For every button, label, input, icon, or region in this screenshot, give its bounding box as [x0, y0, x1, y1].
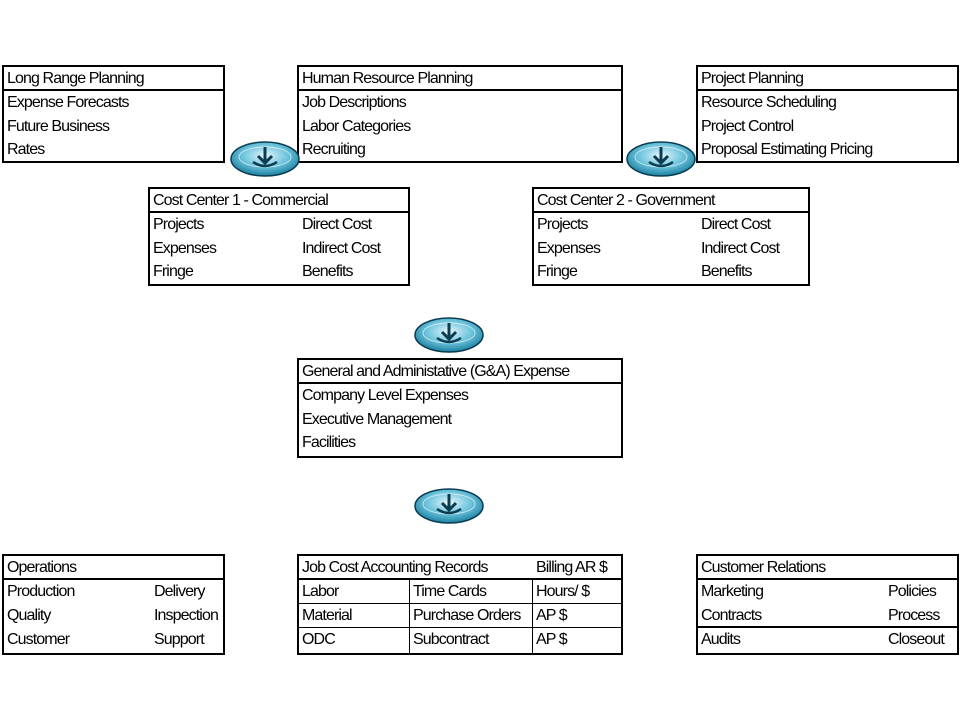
row-label: Customer: [7, 631, 70, 648]
row-label: Fringe: [537, 263, 578, 280]
download-arrow-icon: [414, 488, 484, 524]
cost-center-2-title: Cost Center 2 - Government: [534, 189, 808, 213]
table-cell: Material: [302, 607, 353, 624]
download-arrow-icon: [414, 317, 484, 353]
list-item: Rates: [7, 141, 45, 158]
table-row: Material Purchase Orders AP $: [299, 604, 621, 628]
table-row: Labor Time Cards Hours/ $: [299, 580, 621, 604]
job-cost-title-row: Job Cost Accounting Records Billing AR $: [299, 556, 621, 580]
row-value: Policies: [888, 583, 937, 600]
table-cell: Hours/ $: [536, 583, 590, 600]
cost-center-2-box: Cost Center 2 - Government Projects Direc…: [532, 187, 810, 286]
list-item: Resource Scheduling: [701, 94, 837, 111]
row-label: Marketing: [701, 583, 764, 600]
long-range-planning-title: Long Range Planning: [4, 67, 223, 91]
human-resource-planning-box: Human Resource Planning Job Descriptions…: [297, 65, 623, 163]
list-item: Project Control: [701, 117, 794, 135]
row-value: Support: [154, 631, 205, 648]
row-value: Indirect Cost: [302, 239, 381, 257]
table-row: Audits Closeout: [698, 628, 957, 652]
row-label: Production: [7, 583, 75, 600]
row-value: Benefits: [701, 263, 753, 280]
table-row: Projects Direct Cost: [534, 213, 808, 237]
column-divider: [532, 580, 533, 653]
job-cost-title: Job Cost Accounting Records: [302, 559, 488, 576]
row-value: Direct Cost: [302, 216, 372, 233]
row-value: Direct Cost: [701, 216, 771, 233]
row-value: Inspection: [154, 607, 219, 624]
row-value: Process: [888, 607, 940, 624]
table-row: Contracts Process: [698, 604, 957, 628]
table-cell: Purchase Orders: [413, 607, 521, 624]
table-row: Fringe Benefits: [150, 260, 408, 284]
billing-title: Billing AR $: [536, 559, 608, 576]
table-row: ODC Subcontract AP $: [299, 628, 621, 652]
table-row: Fringe Benefits: [534, 260, 808, 284]
table-row: Projects Direct Cost: [150, 213, 408, 237]
list-item: Future Business: [7, 117, 110, 135]
list-item: Expense Forecasts: [7, 94, 130, 111]
ga-expense-title: General and Administative (G&A) Expense: [299, 360, 621, 384]
cost-center-1-box: Cost Center 1 - Commercial Projects Direc…: [148, 187, 410, 286]
project-planning-title: Project Planning: [698, 67, 957, 91]
customer-relations-box: Customer Relations Marketing Policies Con…: [696, 554, 959, 655]
row-label: Expenses: [153, 239, 217, 257]
human-resource-planning-title: Human Resource Planning: [299, 67, 621, 91]
long-range-planning-box: Long Range Planning Expense Forecasts Fu…: [2, 65, 225, 163]
customer-relations-title: Customer Relations: [698, 556, 957, 580]
table-cell: AP $: [536, 607, 568, 624]
table-cell: Labor: [302, 583, 339, 600]
row-label: Quality: [7, 607, 51, 624]
row-value: Delivery: [154, 583, 205, 600]
table-row: Production Delivery: [4, 580, 223, 604]
table-cell: AP $: [536, 631, 568, 648]
table-cell: Subcontract: [413, 631, 489, 648]
download-arrow-icon: [230, 141, 300, 177]
row-value: Benefits: [302, 263, 354, 280]
table-cell: Time Cards: [413, 583, 487, 600]
column-divider: [409, 580, 410, 653]
download-arrow-icon: [626, 141, 696, 177]
row-value: Indirect Cost: [701, 239, 780, 257]
list-item: Company Level Expenses: [302, 387, 469, 404]
job-cost-accounting-box: Job Cost Accounting Records Billing AR $…: [297, 554, 623, 655]
list-item: Labor Categories: [302, 117, 411, 135]
row-label: Projects: [153, 216, 205, 233]
row-value: Closeout: [888, 631, 945, 648]
table-row: Quality Inspection: [4, 604, 223, 628]
table-row: Expenses Indirect Cost: [150, 237, 408, 261]
ga-expense-box: General and Administative (G&A) Expense …: [297, 358, 623, 458]
operations-box: Operations Production Delivery Quality Ins…: [2, 554, 225, 655]
list-item: Executive Management: [302, 410, 452, 428]
table-row: Marketing Policies: [698, 580, 957, 604]
row-label: Audits: [701, 631, 741, 648]
table-cell: ODC: [302, 631, 336, 648]
list-item: Recruiting: [302, 141, 366, 158]
list-item: Job Descriptions: [302, 94, 407, 111]
list-item: Proposal Estimating Pricing: [701, 141, 873, 158]
operations-title: Operations: [4, 556, 223, 580]
table-row: Customer Support: [4, 628, 223, 652]
cost-center-1-title: Cost Center 1 - Commercial: [150, 189, 408, 213]
row-label: Expenses: [537, 239, 601, 257]
row-label: Projects: [537, 216, 589, 233]
table-row: Expenses Indirect Cost: [534, 237, 808, 261]
row-label: Contracts: [701, 607, 762, 624]
project-planning-box: Project Planning Resource Scheduling Pro…: [696, 65, 959, 163]
row-label: Fringe: [153, 263, 194, 280]
list-item: Facilities: [302, 434, 356, 451]
